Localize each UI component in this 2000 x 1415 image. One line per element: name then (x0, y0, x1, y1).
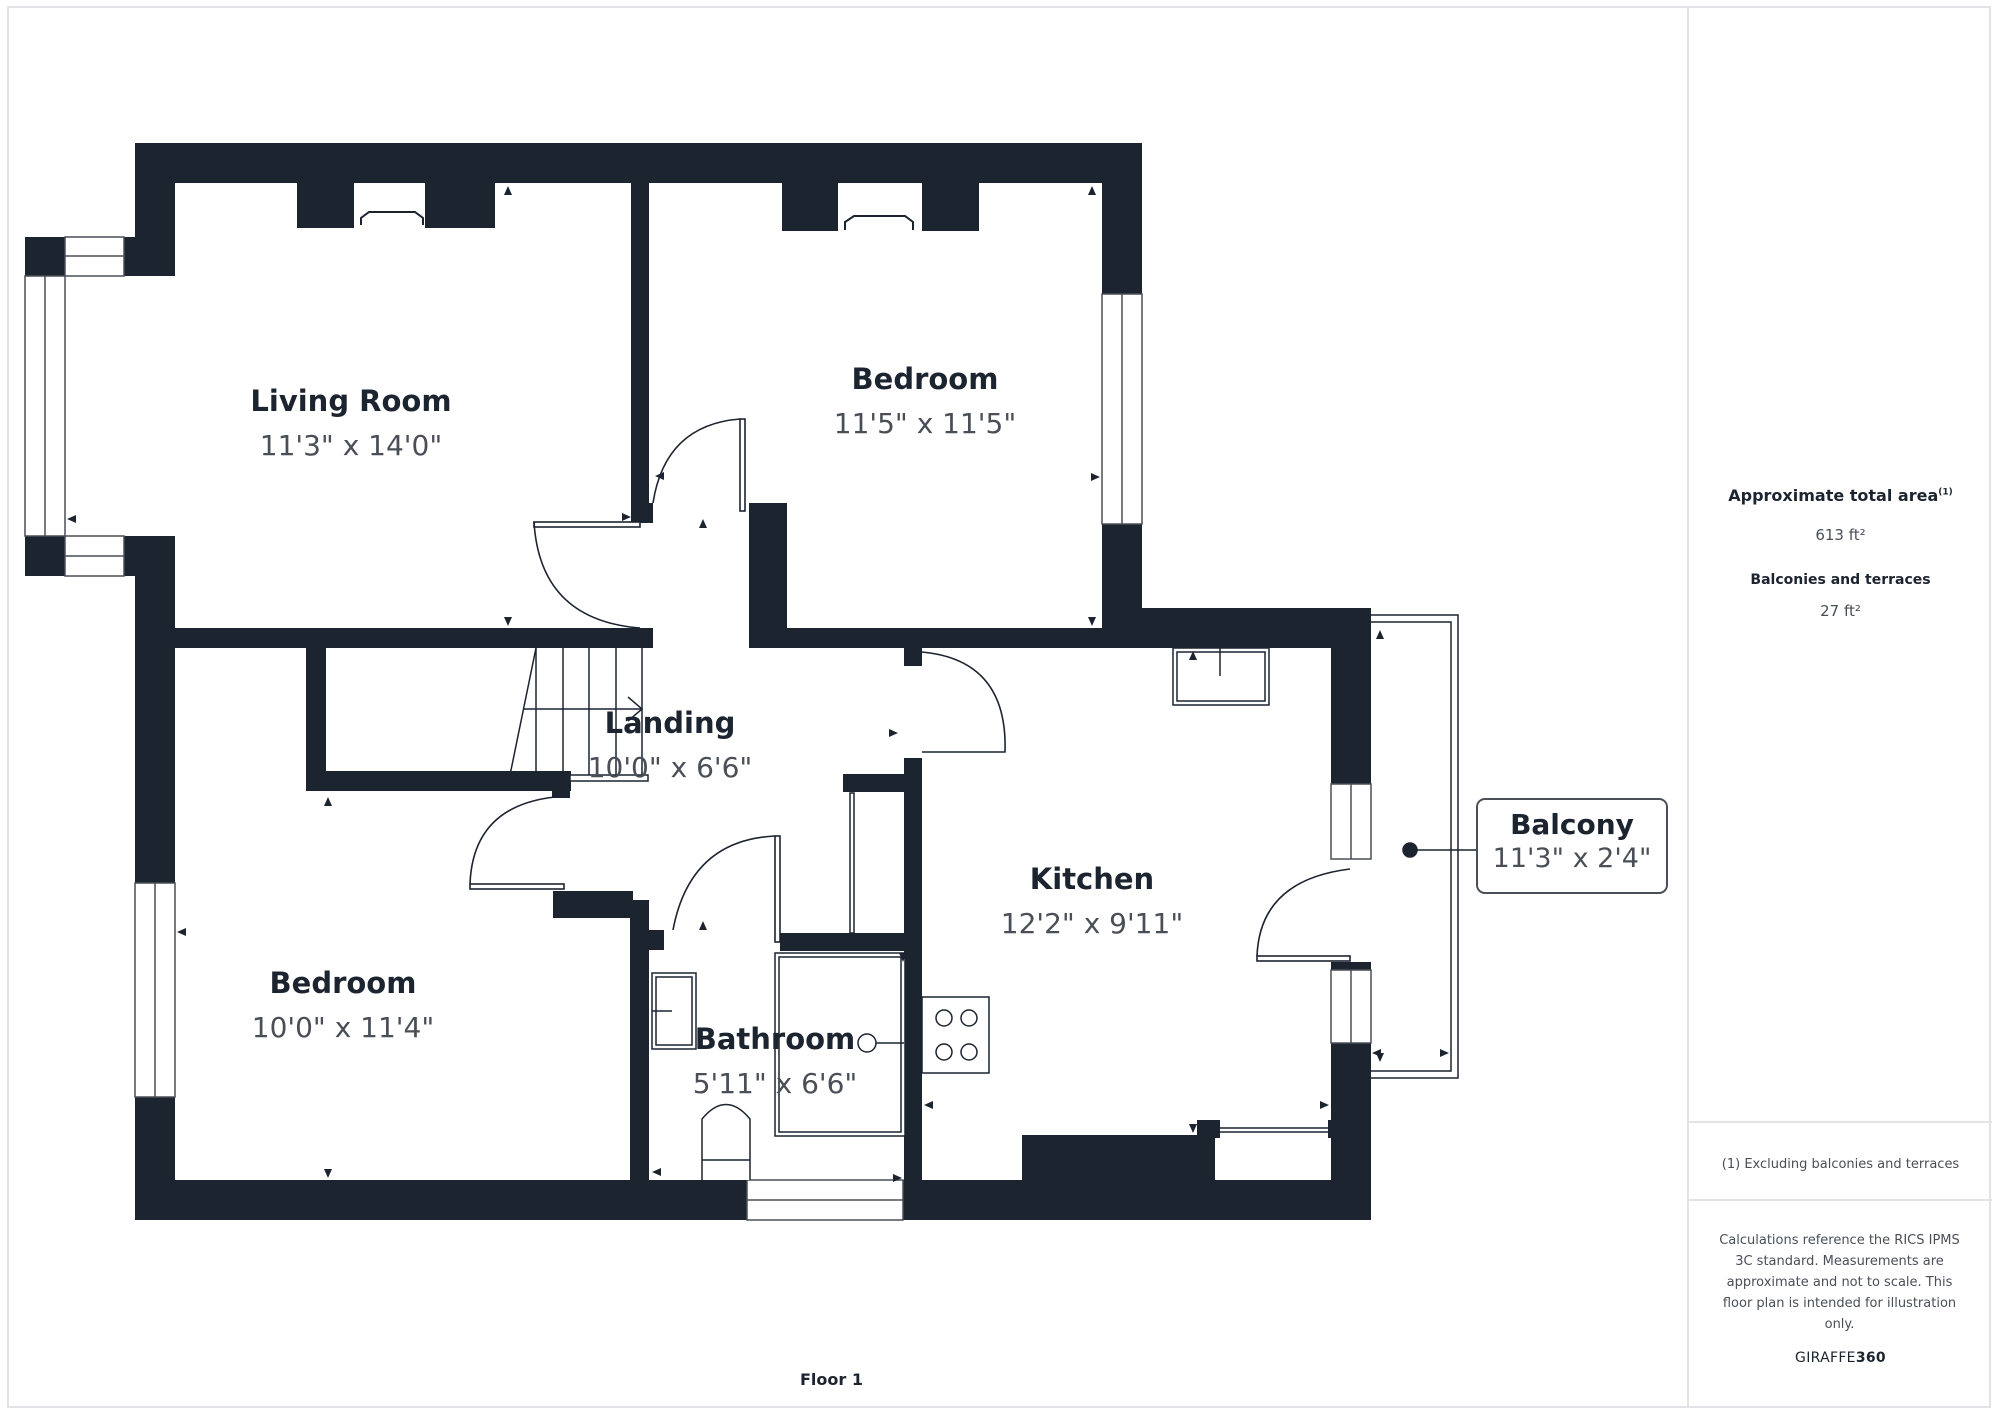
total-area-heading: Approximate total area(1) (1689, 486, 1992, 505)
measurement-markers (67, 186, 1449, 1182)
balcony-label: Balcony 11'3" x 2'4" (1476, 798, 1668, 894)
doors (469, 418, 1351, 962)
disclaimer-text: Calculations reference the RICS IPMS 3C … (1719, 1233, 1960, 1332)
room-dims-bathroom: 5'11" x 6'6" (693, 1067, 858, 1100)
room-dims-living-room: 11'3" x 14'0" (260, 429, 442, 462)
room-name-bedroom-2: Bedroom (270, 966, 417, 1000)
balconies-label: Balconies and terraces (1750, 572, 1931, 588)
room-labels: Living Room 11'3" x 14'0" Bedroom 11'5" … (250, 362, 1183, 1100)
brand-suffix: 360 (1855, 1350, 1886, 1366)
balcony-dims: 11'3" x 2'4" (1492, 843, 1652, 874)
walls (25, 143, 1371, 1220)
total-area-value: 613 ft² (1815, 526, 1866, 544)
room-name-living-room: Living Room (250, 384, 451, 418)
brand-prefix: GIRAFFE (1795, 1350, 1856, 1366)
room-name-kitchen: Kitchen (1030, 862, 1154, 896)
room-dims-landing: 10'0" x 6'6" (588, 751, 753, 784)
staircase (509, 647, 649, 782)
bathroom-fixtures (651, 792, 906, 1180)
footnote-marker: (1) (1938, 487, 1953, 498)
windows (24, 236, 1372, 1221)
room-name-bathroom: Bathroom (695, 1022, 856, 1056)
page-frame (7, 6, 1991, 1408)
kitchen-fixtures (921, 647, 1328, 1133)
brand-logo: GIRAFFE360 (1689, 1350, 1992, 1366)
divider (1689, 1199, 1992, 1201)
room-name-bedroom-1: Bedroom (852, 362, 999, 396)
room-name-landing: Landing (605, 706, 736, 740)
floor-label: Floor 1 (800, 1370, 863, 1389)
balcony-name: Balcony (1510, 808, 1634, 841)
footnote-text: (1) Excluding balconies and terraces (1721, 1157, 1960, 1172)
divider (1689, 1121, 1992, 1123)
floor-plan: Living Room 11'3" x 14'0" Bedroom 11'5" … (24, 143, 1477, 1221)
room-dims-kitchen: 12'2" x 9'11" (1001, 907, 1183, 940)
info-sidebar: Approximate total area(1) 613 ft² Balcon… (1687, 6, 1992, 1408)
fireplace-icons (360, 211, 914, 230)
balcony-outline (1371, 614, 1477, 1079)
room-dims-bedroom-1: 11'5" x 11'5" (834, 407, 1016, 440)
total-area-label: Approximate total area (1728, 486, 1939, 505)
balconies-value: 27 ft² (1820, 602, 1861, 620)
room-dims-bedroom-2: 10'0" x 11'4" (252, 1011, 434, 1044)
